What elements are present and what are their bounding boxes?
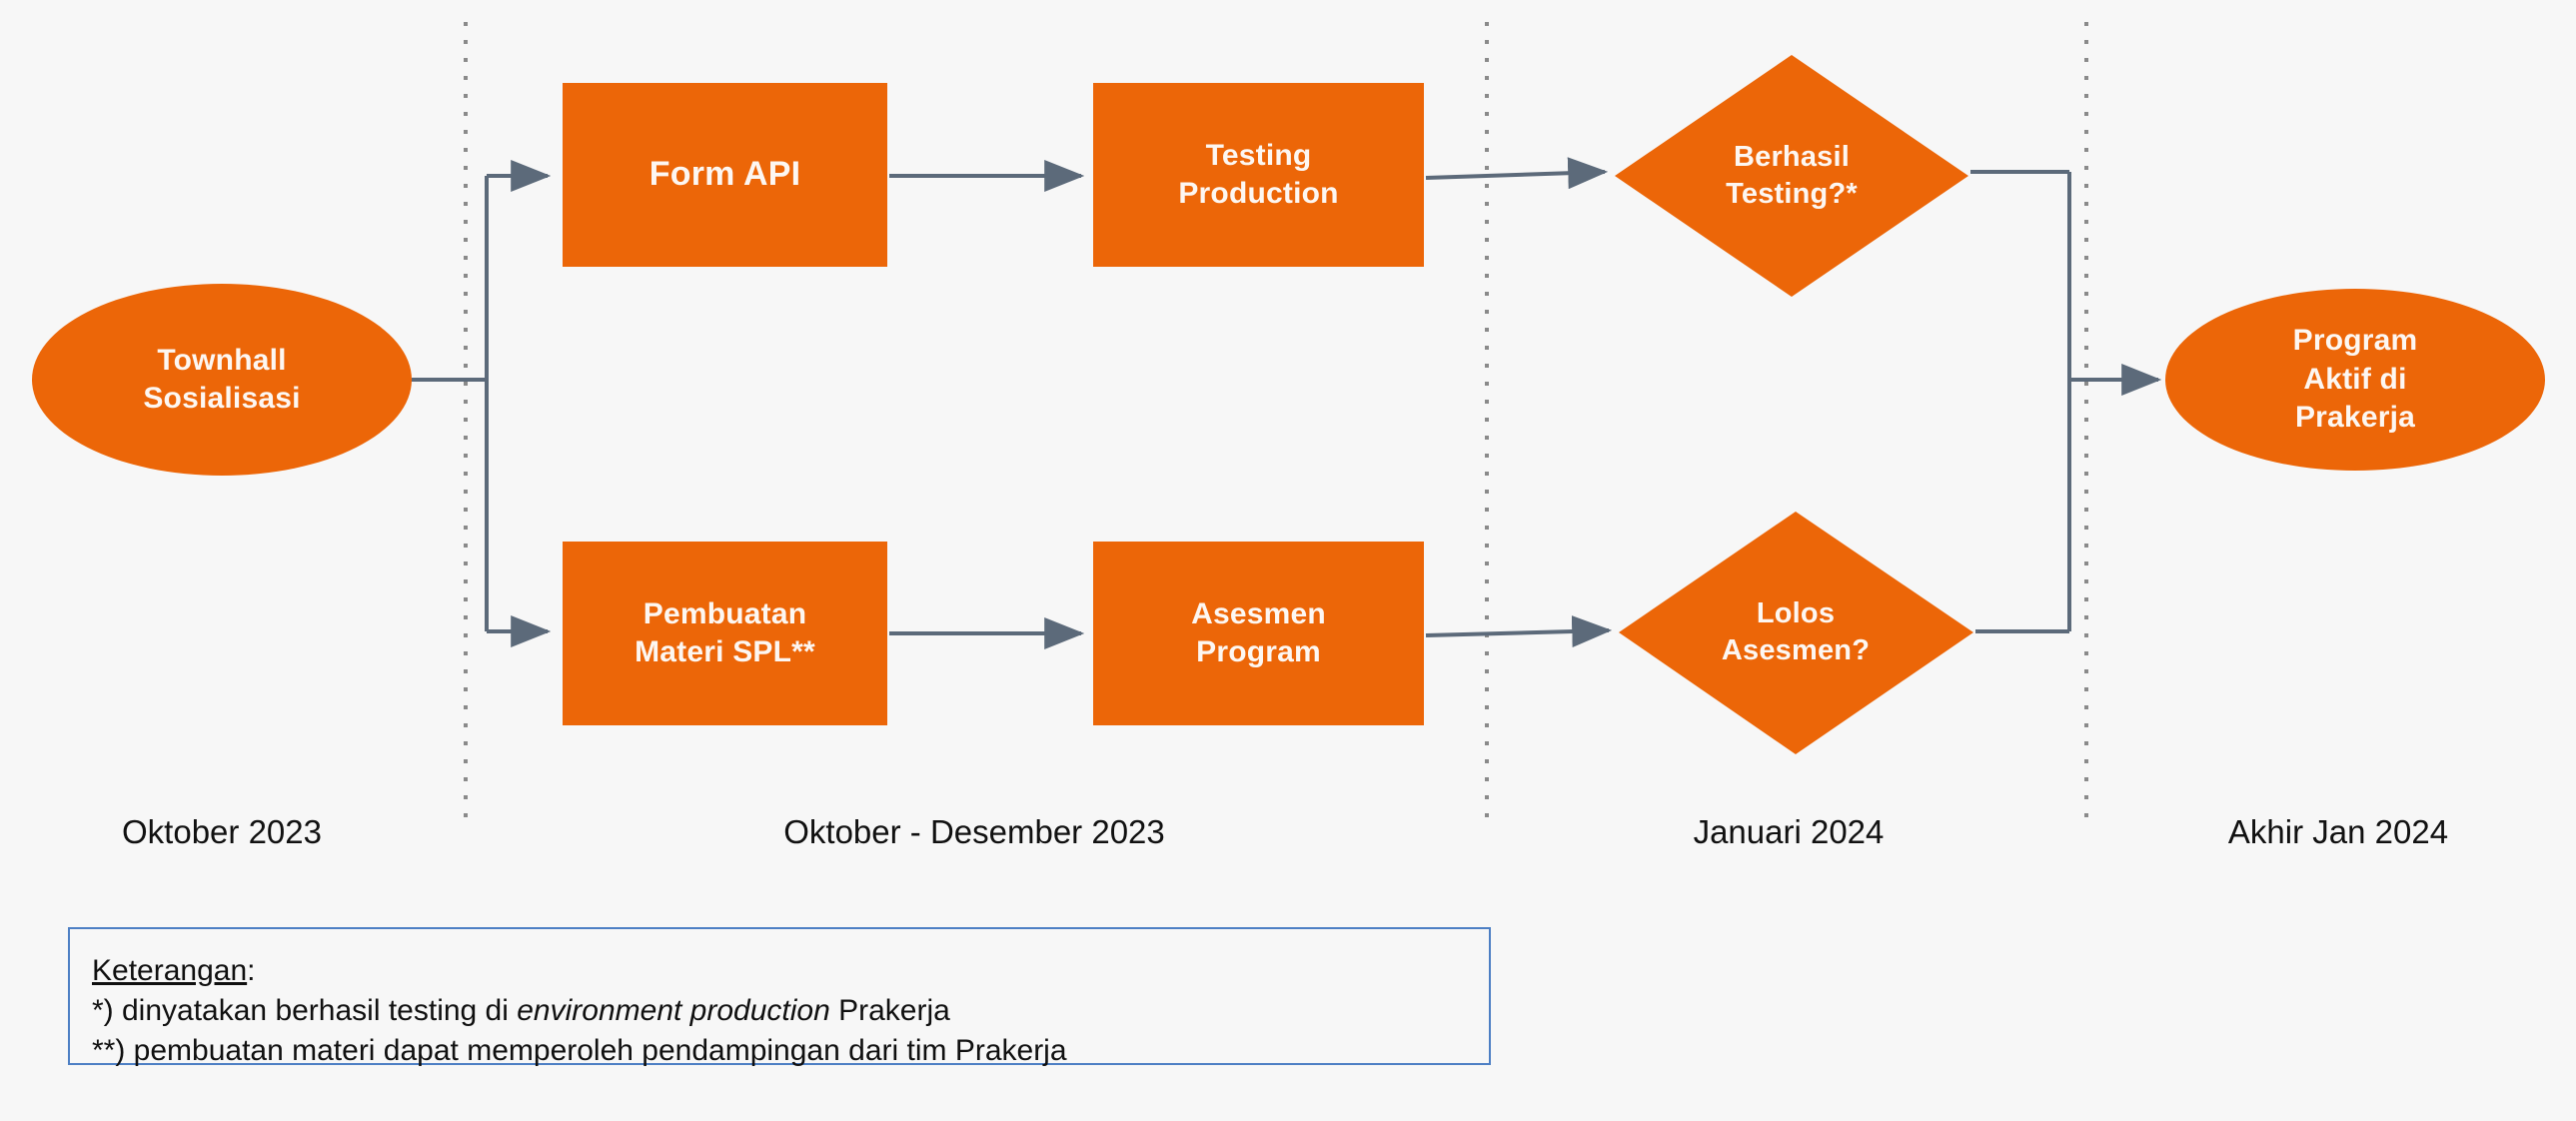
phase-label-oktober-desember-2023: Oktober - Desember 2023 [783,813,1165,850]
node-berhasil-testing-shape[interactable] [1615,55,1968,297]
phase-label-januari-2024: Januari 2024 [1693,813,1885,850]
legend-note-1-suffix: Prakerja [829,993,950,1027]
legend-note-1-prefix: *) dinyatakan berhasil testing di [92,993,518,1027]
legend-note-2: **) pembuatan materi dapat memperoleh pe… [92,1033,1067,1067]
phase-label-oktober-2023: Oktober 2023 [122,813,322,850]
phase-divider-group [464,22,2088,825]
legend-title-line: Keterangan: [92,951,1489,991]
node-program-aktif-shape[interactable] [2165,289,2545,471]
node-asesmen-program-shape[interactable] [1093,542,1424,725]
connector-start-split [412,160,552,647]
legend-note-1: *) dinyatakan berhasil testing di enviro… [92,991,1489,1031]
legend-note-1-italic: environment production [517,993,830,1027]
legend-title: Keterangan [92,954,248,987]
node-lolos-asesmen-shape[interactable] [1619,512,1973,754]
legend-box: Keterangan: *) dinyatakan berhasil testi… [68,927,1491,1067]
legend-title-colon: : [247,954,256,987]
node-townhall-sosialisasi-shape[interactable] [32,284,412,476]
node-form-api-shape[interactable] [563,83,887,267]
node-testing-production-shape[interactable] [1093,83,1424,267]
connector-merge-end [1970,170,2162,633]
node-pembuatan-materi-spl-shape[interactable] [563,542,887,725]
connector-asesmen-to-lolos [1425,615,1613,647]
connector-testing-to-berhasil [1425,157,1609,190]
phase-label-akhir-jan-2024: Akhir Jan 2024 [2227,813,2449,850]
